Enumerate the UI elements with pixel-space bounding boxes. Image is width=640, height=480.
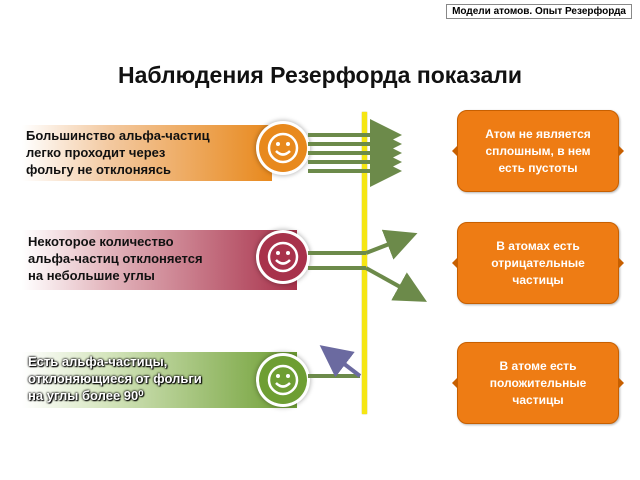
observation-band-3 (22, 352, 297, 408)
slide-title: Наблюдения Резерфорда показали (117, 62, 523, 88)
observation-3-line-1: Есть альфа-частицы, (28, 354, 168, 369)
smiley-icon (259, 233, 307, 281)
observation-3-line-2: отклоняющиеся от фольги (28, 371, 202, 386)
observation-band-2 (22, 230, 297, 290)
observation-1-text: Большинство альфа-частиц легко проходит … (26, 127, 210, 178)
small-deflection-arrows (308, 229, 427, 302)
observation-1-line-2: легко проходит через (26, 145, 166, 160)
conclusion-1-line-2: сплошным, в нем (485, 143, 591, 158)
conclusion-box-2: В атомах есть отрицательные частицы (452, 222, 624, 304)
arrow-deflect-up-out (365, 229, 418, 260)
slide-topic-tag: Модели атомов. Опыт Резерфорда (446, 4, 632, 19)
observation-1-line-3: фольгу не отклоняясь (26, 162, 171, 177)
arrow-deflect-down-out (365, 266, 427, 302)
smiley-icon (259, 124, 307, 172)
straight-pass-arrows (308, 119, 402, 187)
gold-foil-line (362, 112, 367, 414)
observation-band-1 (22, 125, 272, 181)
conclusion-2-line-1: В атомах есть (496, 238, 580, 253)
observation-2-line-3: на небольшие углы (28, 268, 155, 283)
conclusion-box-1: Атом не является сплошным, в нем есть пу… (452, 110, 624, 192)
arrow-backscatter-out (319, 345, 362, 378)
observation-3-text: Есть альфа-частицы, отклоняющиеся от фол… (28, 353, 202, 404)
conclusion-box-3: В атоме есть положительные частицы (452, 342, 624, 424)
observation-2-line-1: Некоторое количество (28, 234, 174, 249)
observation-3-line-3: на углы более 90⁰ (28, 388, 144, 403)
smiley-icon (259, 356, 307, 404)
conclusion-3-line-1: В атоме есть (499, 358, 577, 373)
conclusion-1-line-1: Атом не является (485, 126, 591, 141)
conclusion-2-line-3: частицы (512, 272, 564, 287)
conclusion-3-line-3: частицы (512, 392, 564, 407)
conclusion-2-line-2: отрицательные (491, 255, 585, 270)
observation-1-line-1: Большинство альфа-частиц (26, 128, 210, 143)
conclusion-1-line-3: есть пустоты (498, 160, 578, 175)
back-scatter-arrow (308, 345, 362, 378)
observation-2-line-2: альфа-частиц отклоняется (28, 251, 203, 266)
observation-2-text: Некоторое количество альфа-частиц отклон… (28, 233, 203, 284)
conclusion-3-line-2: положительные (489, 375, 587, 390)
